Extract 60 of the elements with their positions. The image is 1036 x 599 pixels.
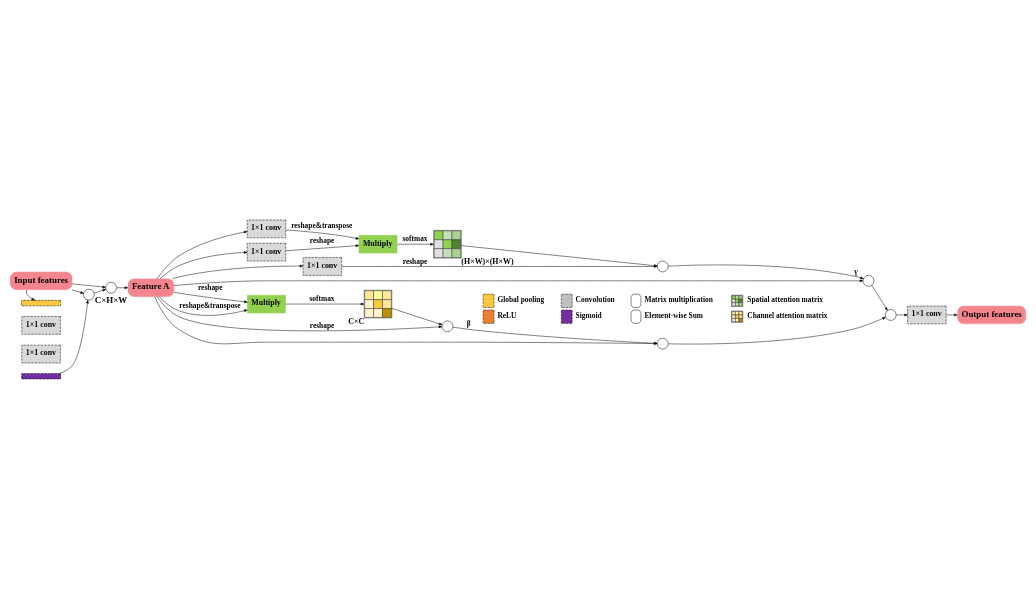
arrow xyxy=(26,289,35,301)
node-box: 1×1 conv xyxy=(21,316,61,335)
arrow xyxy=(285,302,365,306)
node-box: 1×1 conv xyxy=(246,219,286,239)
edge-label: reshape xyxy=(309,320,335,330)
node-label: C×H×W xyxy=(94,295,128,306)
legend-label: ReLU xyxy=(497,310,517,320)
node-circle xyxy=(657,337,669,350)
legend-label: Sigmoid xyxy=(575,310,602,320)
arrow xyxy=(945,313,958,317)
edge-label: softmax xyxy=(309,294,335,304)
node-box: Multiply xyxy=(247,294,286,314)
edge-label: γ xyxy=(854,266,858,276)
legend-label: Convolution xyxy=(575,295,615,305)
node-box: Input features xyxy=(9,271,73,290)
arrow xyxy=(159,296,248,316)
arrow xyxy=(172,264,304,280)
node-box: Output features xyxy=(957,305,1027,325)
arrow xyxy=(159,251,248,280)
node-circle xyxy=(441,320,454,333)
node-circle xyxy=(83,289,95,301)
edge-label: reshape xyxy=(402,256,428,266)
arrow xyxy=(896,313,908,317)
node-box: 1×1 conv xyxy=(302,257,342,276)
edge-label: reshape&transpose xyxy=(291,220,353,230)
arrow xyxy=(285,229,360,240)
node-box: Feature A xyxy=(127,278,175,297)
legend-label: Channel attention matrix xyxy=(747,310,828,320)
node-circle xyxy=(105,282,117,294)
edge-label: reshape xyxy=(309,236,335,246)
legend-label: Element-wise Sum xyxy=(644,310,704,320)
edge-label: β xyxy=(466,319,471,329)
arrow xyxy=(71,289,84,294)
arrow xyxy=(871,285,888,311)
node-box: 1×1 conv xyxy=(21,344,61,364)
node-bar xyxy=(21,300,61,307)
node-label: C×C xyxy=(348,316,365,326)
arrow xyxy=(173,279,864,286)
arrow xyxy=(156,230,248,279)
arrow xyxy=(116,286,129,290)
arrow xyxy=(71,283,106,289)
arrow xyxy=(285,244,360,252)
legend-label: Global pooling xyxy=(497,295,545,305)
arrow xyxy=(667,264,864,279)
edge-label: softmax xyxy=(402,234,428,244)
arrow xyxy=(58,299,89,374)
node-box: Multiply xyxy=(358,235,398,254)
arrow xyxy=(391,308,443,326)
arrow xyxy=(396,242,434,246)
arrow xyxy=(94,289,107,294)
edge-label: reshape&transpose xyxy=(179,301,241,311)
node-box: 1×1 conv xyxy=(907,305,947,325)
node-box: 1×1 conv xyxy=(246,243,286,262)
legend-label: Spatial attention matrix xyxy=(747,295,824,305)
legend-label: Matrix multiplication xyxy=(644,295,713,305)
edge-label: reshape xyxy=(197,283,223,293)
arrow xyxy=(173,292,248,304)
node-label: (H×W)×(H×W) xyxy=(461,256,514,266)
node-bar xyxy=(21,373,61,380)
node-circle xyxy=(657,260,669,273)
